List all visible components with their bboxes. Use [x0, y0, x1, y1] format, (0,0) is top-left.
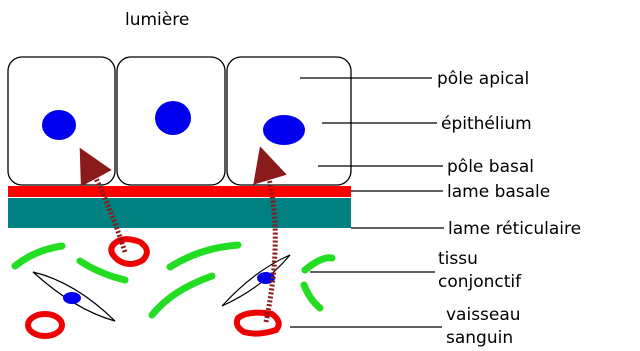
fiber	[152, 276, 212, 315]
connective-fibers	[15, 245, 332, 315]
basal-lamina	[8, 186, 351, 197]
basal-pole-label: pôle basal	[447, 157, 534, 177]
nucleus-3	[263, 115, 305, 145]
epithelial-cells	[8, 57, 351, 185]
fibroblast-nucleus	[63, 292, 81, 304]
basal-lamina-label: lame basale	[447, 182, 550, 202]
blood-vessel-label-line1: vaisseau	[446, 305, 521, 325]
blood-vessel	[111, 239, 147, 264]
blood-vessel	[28, 314, 62, 336]
reticular-lamina	[8, 198, 351, 228]
lumen-label: lumière	[125, 10, 189, 30]
fiber	[80, 261, 125, 280]
fiber	[305, 258, 332, 270]
connective-tissue-label-line1: tissu	[438, 249, 478, 269]
apical-pole-label: pôle apical	[437, 69, 529, 89]
fiber	[15, 246, 62, 266]
epithelium-label: épithélium	[441, 114, 532, 134]
fibroblast-cell	[222, 255, 290, 306]
blood-vessel	[237, 313, 279, 334]
fiber	[304, 285, 320, 308]
blood-vessel-label-line2: sanguin	[446, 328, 513, 348]
nucleus-2	[155, 101, 191, 135]
nucleus-1	[42, 110, 76, 140]
connective-tissue-label-line2: conjonctif	[438, 272, 522, 292]
fiber	[170, 245, 238, 267]
reticular-lamina-label: lame réticulaire	[448, 219, 581, 239]
